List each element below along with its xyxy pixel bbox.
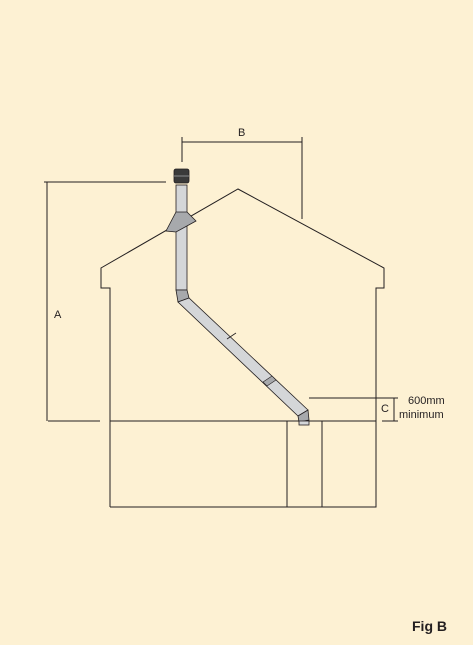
figure-caption: Fig B [412, 618, 447, 634]
dim-b-label: B [238, 127, 245, 139]
min-height-word: minimum [399, 409, 444, 421]
flue-joint [226, 332, 237, 340]
dim-a-label: A [54, 309, 62, 321]
stove [286, 420, 323, 508]
flue-upper-section [175, 184, 188, 291]
flue-joint-band [262, 375, 277, 387]
flue-pipe [175, 184, 310, 426]
dim-c-label: C [381, 403, 389, 415]
flue-lower-section [298, 420, 310, 426]
min-height-value: 600mm [408, 395, 445, 407]
flue-diagonal-section [177, 297, 309, 417]
roof-flashing [165, 211, 197, 233]
flue-lower-bend [297, 409, 310, 423]
